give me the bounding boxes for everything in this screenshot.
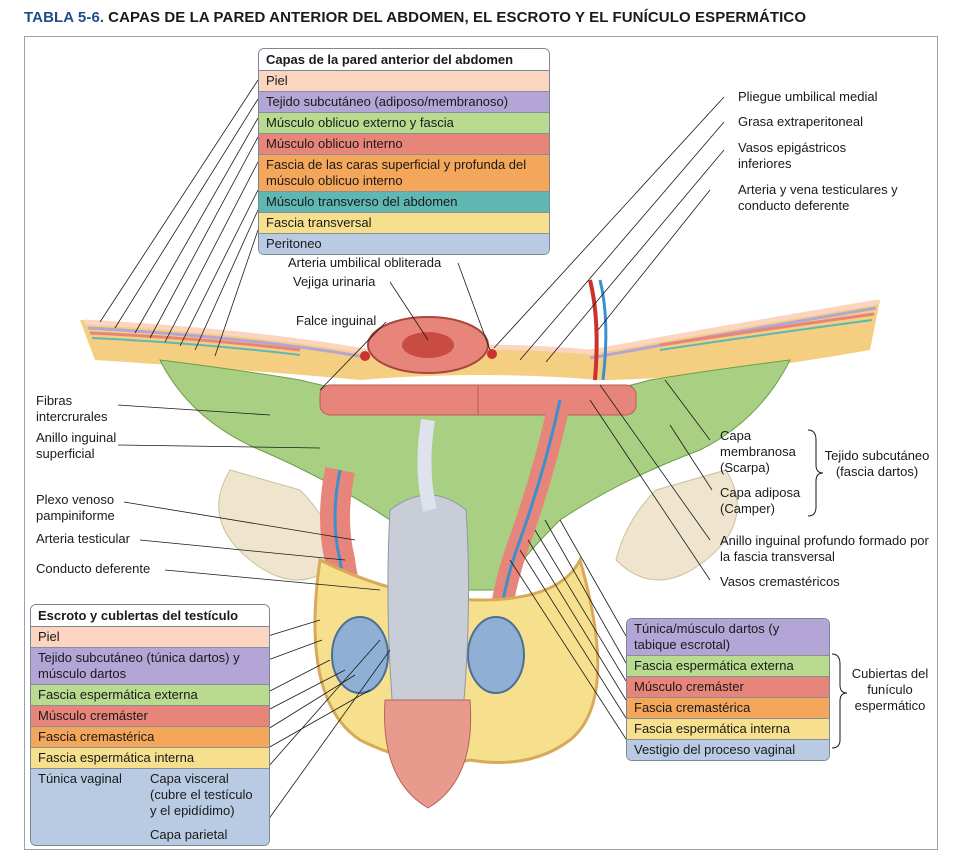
- scrotum-legend-row: Fascia espermática interna: [31, 748, 269, 769]
- glans: [384, 699, 472, 809]
- tunica-vaginalis-row: Túnica vaginal Capa visceral (cubre el t…: [31, 769, 269, 845]
- label-vasos-cremastericos: Vasos cremastéricos: [720, 574, 840, 589]
- abdomen-legend-row: Fascia transversal: [259, 213, 549, 234]
- label-arteria-umbilical: Arteria umbilical obliterada: [288, 255, 442, 270]
- label-pliegue-umbilical: Pliegue umbilical medial: [738, 89, 878, 104]
- penis-shaft: [387, 494, 470, 701]
- scrotum-legend-title: Escroto y cublertas del testículo: [31, 605, 269, 627]
- label-conducto-deferente: Conducto deferente: [36, 561, 151, 576]
- testicular-vessels: [588, 279, 599, 381]
- scrotum-legend-row: Músculo cremáster: [31, 706, 269, 727]
- leader-lines: [99, 79, 725, 821]
- page-title: TABLA 5-6.CAPAS DE LA PARED ANTERIOR DEL…: [24, 9, 806, 26]
- obliterated-umbilical-artery-left: [360, 351, 370, 361]
- label-arteria-testicular: Arteria testicular: [36, 531, 130, 546]
- label-arteria-vena-testiculares: Arteria y vena testiculares y conducto d…: [738, 182, 898, 213]
- cord-legend-row: Vestigio del proceso vaginal: [627, 740, 829, 760]
- label-grasa-extraperitoneal: Grasa extraperitoneal: [738, 114, 864, 129]
- label-plexo-venoso: Plexo venoso pampiniforme: [36, 492, 115, 523]
- abdomen-legend-title: Capas de la pared anterior del abdomen: [259, 49, 549, 71]
- label-tejido-subcutaneo: Tejido subcutáneo (fascia dartos): [824, 448, 930, 479]
- brace-cord: [831, 653, 848, 749]
- abdomen-legend-row: Músculo transverso del abdomen: [259, 192, 549, 213]
- scrotum-legend-row: Piel: [31, 627, 269, 648]
- urinary-bladder: [367, 316, 489, 374]
- label-capa-membranosa: Capa membranosa (Scarpa): [720, 428, 796, 475]
- abdomen-legend-row: Músculo oblicuo externo y fascia: [259, 113, 549, 134]
- abdomen-legend-row: Peritoneo: [259, 234, 549, 254]
- pelvic-bone-right: [615, 469, 738, 581]
- label-vejiga: Vejiga urinaria: [293, 274, 376, 289]
- abdomen-legend-row: Piel: [259, 71, 549, 92]
- cord-legend-row: Fascia cremastérica: [627, 698, 829, 719]
- label-falce-inguinal: Falce inguinal: [296, 313, 377, 328]
- scrotum-legend-row: Fascia espermática externa: [31, 685, 269, 706]
- label-fibras-intercrurales: Fibras intercrurales: [36, 393, 108, 424]
- testis-right: [467, 616, 525, 694]
- label-anillo-profundo: Anillo inguinal profundo formado por la …: [720, 533, 929, 564]
- abdomen-legend-row: Tejido subcutáneo (adiposo/membranoso): [259, 92, 549, 113]
- figure-frame: [24, 36, 938, 850]
- scrotum-legend-row: Fascia cremastérica: [31, 727, 269, 748]
- scrotum-legend-row: Tejido subcutáneo (túnica dartos) y músc…: [31, 648, 269, 685]
- cord-legend-row: Músculo cremáster: [627, 677, 829, 698]
- table-title: CAPAS DE LA PARED ANTERIOR DEL ABDOMEN, …: [108, 9, 807, 26]
- abdomen-layers-legend: Capas de la pared anterior del abdomen P…: [258, 48, 550, 255]
- rectus-muscle: [319, 384, 637, 416]
- obliterated-umbilical-artery-right: [487, 349, 497, 359]
- cord-coverings-legend: Túnica/músculo dartos (y tabique escrota…: [626, 618, 830, 761]
- cord-legend-row: Fascia espermática interna: [627, 719, 829, 740]
- abdomen-legend-row: Fascia de las caras superficial y profun…: [259, 155, 549, 192]
- abdominal-wall-layers: [80, 299, 880, 380]
- tunica-visceral-label: Capa visceral (cubre el testículo y el e…: [150, 771, 253, 818]
- cord-coverings-label: Cubiertas del funículo espermático: [851, 666, 929, 713]
- table-number: TABLA 5-6.: [24, 9, 105, 26]
- tunica-vaginalis-label: Túnica vaginal: [38, 771, 122, 786]
- tunica-parietal-label: Capa parietal: [150, 827, 228, 842]
- cord-legend-row: Túnica/músculo dartos (y tabique escrota…: [627, 619, 829, 656]
- label-vasos-epigastricos: Vasos epigástricos inferiores: [738, 140, 847, 171]
- abdomen-legend-row: Músculo oblicuo interno: [259, 134, 549, 155]
- brace-subcutaneous: [807, 429, 824, 517]
- scrotum-coverings-legend: Escroto y cublertas del testículo Piel T…: [30, 604, 270, 846]
- label-capa-adiposa: Capa adiposa (Camper): [720, 485, 801, 516]
- cord-legend-row: Fascia espermática externa: [627, 656, 829, 677]
- testis-left: [331, 616, 389, 694]
- label-anillo-superficial: Anillo inguinal superficial: [36, 430, 117, 461]
